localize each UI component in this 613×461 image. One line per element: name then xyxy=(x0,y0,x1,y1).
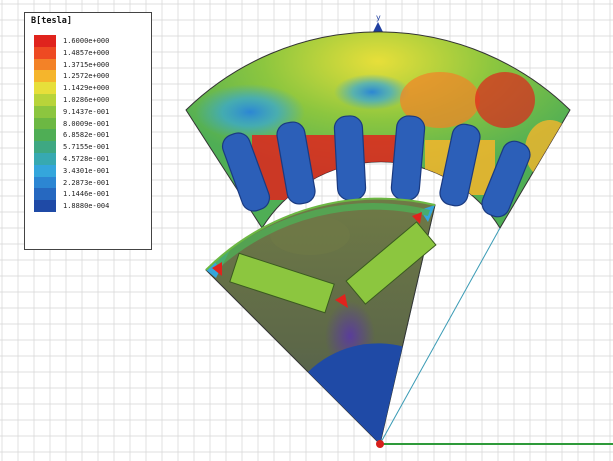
y-axis-arrow-icon xyxy=(372,22,384,34)
legend-swatch xyxy=(34,141,56,153)
legend-value: 1.1446e-001 xyxy=(63,190,110,199)
legend-value: 3.4301e-001 xyxy=(63,166,110,175)
legend-swatch xyxy=(34,153,56,165)
stator-slots xyxy=(221,115,531,218)
stator-core xyxy=(185,31,571,229)
legend-value: 6.8582e-001 xyxy=(63,131,110,140)
legend-value: 1.6000e+000 xyxy=(63,37,110,45)
legend-value: 4.5728e-001 xyxy=(63,155,110,163)
rotor-magnets xyxy=(229,221,437,314)
legend-swatch xyxy=(34,46,56,59)
legend-swatch xyxy=(34,82,56,94)
legend-swatch xyxy=(34,117,56,130)
legend-swatch xyxy=(34,164,56,177)
origin-point xyxy=(376,440,384,448)
y-axis-label: y xyxy=(376,13,381,22)
legend-swatch xyxy=(34,70,56,83)
legend-value: 5.7155e-001 xyxy=(63,143,110,152)
legend-value: 1.8880e-004 xyxy=(63,202,110,211)
air-gap-arc xyxy=(205,197,436,271)
legend-value: 1.3715e+000 xyxy=(63,60,110,69)
legend-value: 9.1437e-001 xyxy=(63,107,110,116)
symmetry-boundary-line xyxy=(379,227,501,445)
legend-swatch xyxy=(34,58,56,71)
legend-value: 8.0009e-001 xyxy=(63,119,110,128)
legend-value: 1.0286e+000 xyxy=(63,96,110,104)
legend-swatch xyxy=(34,94,56,106)
rotor-core xyxy=(205,198,437,445)
legend-value: 2.2873e-001 xyxy=(63,178,110,187)
legend-title: B[tesla] xyxy=(31,16,72,26)
legend-value: 1.1429e+000 xyxy=(63,84,110,93)
legend-swatch xyxy=(34,200,56,212)
legend-swatch xyxy=(34,176,56,189)
legend-value: 1.2572e+000 xyxy=(63,72,110,81)
legend-swatch xyxy=(34,35,56,47)
legend-value: 1.4857e+000 xyxy=(63,48,110,57)
legend-swatch xyxy=(34,129,56,142)
legend-swatch xyxy=(34,188,56,201)
legend-swatch xyxy=(34,105,56,118)
field-legend[interactable]: B[tesla] 1.6000e+000 1.4857e+000 1.3715e+0… xyxy=(24,12,152,250)
